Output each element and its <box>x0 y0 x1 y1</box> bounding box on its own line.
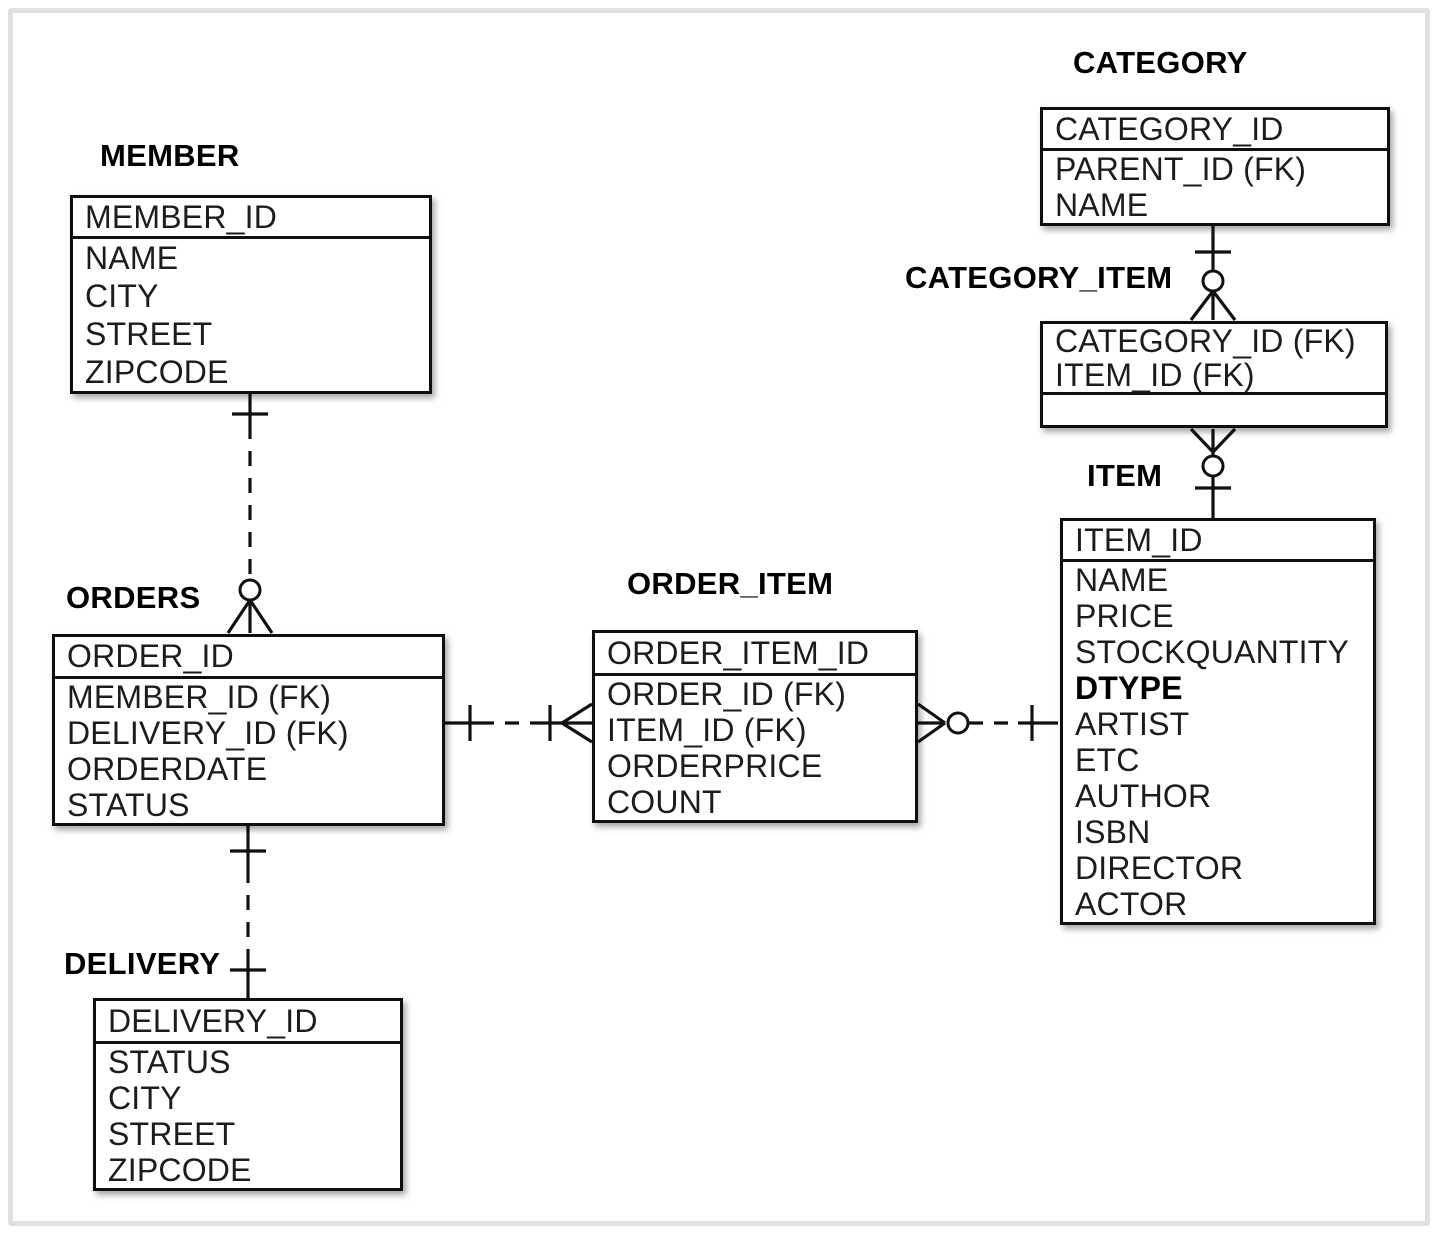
entity-delivery: DELIVERY_ID STATUS CITY STREET ZIPCODE <box>93 998 403 1191</box>
attribute: COUNT <box>607 783 722 820</box>
attribute: STATUS <box>108 1043 231 1080</box>
entity-title-item: ITEM <box>1087 458 1163 493</box>
attribute: DELIVERY_ID (FK) <box>67 714 349 751</box>
entity-attribute-section: ORDER_ID (FK) ITEM_ID (FK) ORDERPRICE CO… <box>595 676 915 820</box>
entity-pk-section: ITEM_ID <box>1063 521 1373 562</box>
attribute: ETC <box>1075 741 1140 778</box>
entity-attribute-section: NAME CITY STREET ZIPCODE <box>73 239 429 391</box>
entity-pk-section: CATEGORY_ID (FK) ITEM_ID (FK) <box>1043 322 1385 395</box>
attribute: CITY <box>85 277 159 314</box>
many-crowsfoot-icon <box>917 702 946 744</box>
attribute: MEMBER_ID (FK) <box>67 678 332 715</box>
entity-category-item: CATEGORY_ID (FK) ITEM_ID (FK) <box>1040 321 1388 428</box>
entity-title-delivery: DELIVERY <box>64 946 221 981</box>
pk-attribute: CATEGORY_ID <box>1055 110 1284 147</box>
entity-attribute-section: PARENT_ID (FK) NAME <box>1043 151 1387 223</box>
entity-pk-section: MEMBER_ID <box>73 198 429 239</box>
entity-attribute-section <box>1043 395 1385 425</box>
relationship-member-orders <box>226 394 274 634</box>
attribute: ITEM_ID (FK) <box>607 711 807 748</box>
zero-circle-icon <box>238 578 262 602</box>
entity-category: CATEGORY_ID PARENT_ID (FK) NAME <box>1040 107 1390 226</box>
entity-attribute-section: NAME PRICE STOCKQUANTITY DTYPE ARTIST ET… <box>1063 562 1373 922</box>
attribute: STREET <box>85 315 213 352</box>
attribute: STREET <box>108 1115 236 1152</box>
attribute: PRICE <box>1075 597 1174 634</box>
relationship-item-orderitem <box>917 702 1058 744</box>
attribute: ZIPCODE <box>108 1151 252 1188</box>
pk-attribute: MEMBER_ID <box>85 198 278 235</box>
attribute: DIRECTOR <box>1075 849 1244 886</box>
pk-attribute: ITEM_ID <box>1075 521 1203 558</box>
attribute: ISBN <box>1075 813 1151 850</box>
zero-circle-icon <box>1201 454 1225 478</box>
attribute: ORDERDATE <box>67 750 268 787</box>
entity-pk-section: CATEGORY_ID <box>1043 110 1387 151</box>
many-crowsfoot-icon <box>226 599 274 634</box>
entity-title-order-item: ORDER_ITEM <box>627 566 834 601</box>
entity-pk-section: ORDER_ID <box>55 637 442 679</box>
pk-attribute: ORDER_ITEM_ID <box>607 634 870 671</box>
zero-circle-icon <box>946 711 970 735</box>
attribute: ZIPCODE <box>85 353 229 390</box>
pk-attribute: ORDER_ID <box>67 638 234 674</box>
entity-orders: ORDER_ID MEMBER_ID (FK) DELIVERY_ID (FK)… <box>52 634 445 826</box>
attribute: ARTIST <box>1075 705 1190 742</box>
many-crowsfoot-icon <box>1189 290 1237 321</box>
attribute: ACTOR <box>1075 885 1188 922</box>
attribute: ORDERPRICE <box>607 747 823 784</box>
entity-title-category-item: CATEGORY_ITEM <box>905 260 1173 295</box>
relationship-category-categoryitem <box>1189 226 1237 321</box>
entity-title-category: CATEGORY <box>1073 45 1248 80</box>
many-crowsfoot-icon <box>1189 427 1237 454</box>
attribute: NAME <box>1055 186 1149 223</box>
entity-title-orders: ORDERS <box>66 580 201 615</box>
entity-order-item: ORDER_ITEM_ID ORDER_ID (FK) ITEM_ID (FK)… <box>592 630 918 823</box>
attribute: AUTHOR <box>1075 777 1212 814</box>
pk-attribute: DELIVERY_ID <box>108 1002 318 1039</box>
relationship-categoryitem-item <box>1189 427 1237 518</box>
many-crowsfoot-icon <box>561 702 593 744</box>
entity-member: MEMBER_ID NAME CITY STREET ZIPCODE <box>70 195 432 394</box>
relationship-orders-delivery <box>230 826 266 998</box>
attribute: ORDER_ID (FK) <box>607 675 847 712</box>
entity-title-member: MEMBER <box>100 138 240 173</box>
attribute-dtype: DTYPE <box>1075 669 1183 706</box>
attribute: CITY <box>108 1079 182 1116</box>
zero-circle-icon <box>1201 269 1225 293</box>
entity-item: ITEM_ID NAME PRICE STOCKQUANTITY DTYPE A… <box>1060 518 1376 925</box>
relationship-orders-orderitem <box>445 702 593 744</box>
attribute: STOCKQUANTITY <box>1075 633 1350 670</box>
entity-pk-section: ORDER_ITEM_ID <box>595 633 915 676</box>
attribute: NAME <box>1075 561 1169 598</box>
attribute: PARENT_ID (FK) <box>1055 150 1307 187</box>
entity-attribute-section: STATUS CITY STREET ZIPCODE <box>96 1044 400 1188</box>
pk-attribute: ITEM_ID (FK) <box>1055 356 1255 393</box>
entity-pk-section: DELIVERY_ID <box>96 1001 400 1044</box>
attribute: STATUS <box>67 786 190 823</box>
pk-attribute: CATEGORY_ID (FK) <box>1055 322 1356 359</box>
entity-attribute-section: MEMBER_ID (FK) DELIVERY_ID (FK) ORDERDAT… <box>55 679 442 823</box>
attribute: NAME <box>85 239 179 276</box>
